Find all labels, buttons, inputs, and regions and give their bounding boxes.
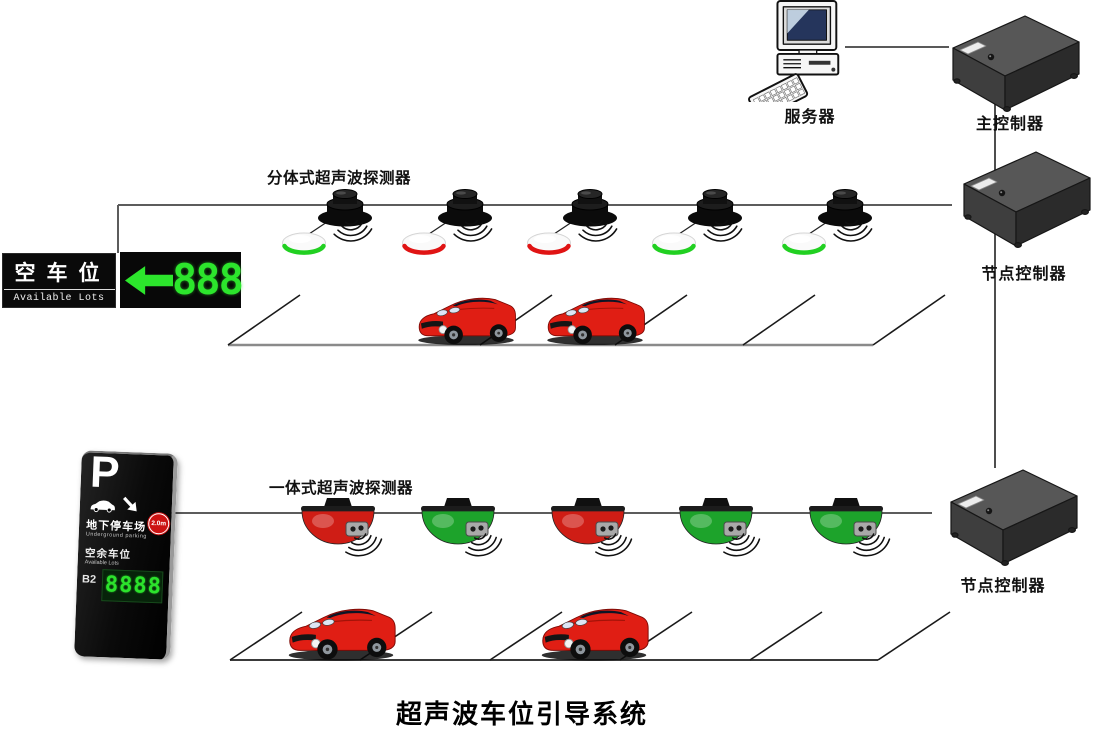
split-detector-icon [817, 183, 873, 227]
indicator-light-icon [526, 232, 572, 256]
ultrasonic-wave-icon [697, 211, 750, 254]
ultrasonic-wave-icon [572, 211, 625, 254]
available-lots-en: Available Lots [13, 293, 105, 304]
height-limit-badge: 2.0m [147, 512, 170, 535]
led-digit: 8 [104, 572, 119, 598]
node-controller-box-icon [943, 464, 1083, 568]
indicator-light-icon [401, 232, 447, 256]
available-lots-sign: 空车位 Available Lots [2, 253, 116, 308]
available-count: 888 [172, 255, 244, 304]
available-lots-cn: 空车位 [3, 257, 115, 290]
split-detector-label: 分体式超声波探测器 [266, 170, 411, 187]
ultrasonic-wave-icon [827, 211, 880, 254]
pillar-p-letter: P [89, 447, 121, 498]
ultrasonic-wave-icon [713, 521, 771, 572]
ultrasonic-wave-icon [843, 521, 901, 572]
page-title: 超声波车位引导系统 [395, 699, 648, 729]
node-controller-box-icon [956, 146, 1096, 250]
car-icon [283, 602, 399, 662]
integrated-detector-label: 一体式超声波探测器 [268, 480, 413, 497]
split-detector-icon [562, 183, 618, 227]
server-label: 服务器 [784, 109, 836, 126]
car-icon [413, 291, 519, 347]
node-controller-top-label: 节点控制器 [981, 266, 1067, 283]
pillar-vacant-en: Available Lots [84, 559, 119, 567]
led-digit: 8 [118, 572, 133, 599]
car-icon [542, 291, 648, 347]
ultrasonic-wave-icon [585, 521, 643, 572]
car-icon [536, 602, 652, 662]
parking-pillar-sign: P 地下停车场 2.0m Underground parking 空余车位 Av… [74, 447, 178, 660]
left-arrow-icon [124, 264, 174, 297]
node-controller-bottom-label: 节点控制器 [960, 578, 1046, 595]
down-right-arrow-icon [122, 496, 140, 514]
ultrasonic-wave-icon [447, 211, 500, 254]
integrated-detector-icon [419, 497, 497, 547]
car-pictogram-icon [89, 499, 118, 514]
integrated-detector-icon [807, 497, 885, 547]
indicator-light-icon [651, 232, 697, 256]
split-detector-icon [687, 183, 743, 227]
main-controller-label: 主控制器 [975, 116, 1044, 133]
available-count-display: 888 [120, 252, 244, 308]
integrated-detector-icon [677, 497, 755, 547]
led-digit: 8 [147, 573, 162, 600]
ultrasonic-wave-icon [327, 211, 380, 254]
led-digit: 8 [132, 573, 148, 599]
split-detector-icon [437, 183, 493, 227]
indicator-light-icon [281, 232, 327, 256]
ultrasonic-wave-icon [335, 521, 393, 572]
indicator-light-icon [781, 232, 827, 256]
ultrasonic-wave-icon [455, 521, 513, 572]
integrated-detector-icon [549, 497, 627, 547]
pillar-zone-en: Underground parking [85, 531, 148, 540]
integrated-detector-icon [299, 497, 377, 547]
split-detector-icon [317, 183, 373, 227]
pillar-floor: B2 [81, 573, 97, 586]
server-computer-icon [746, 0, 856, 102]
main-controller-box-icon [945, 10, 1085, 114]
